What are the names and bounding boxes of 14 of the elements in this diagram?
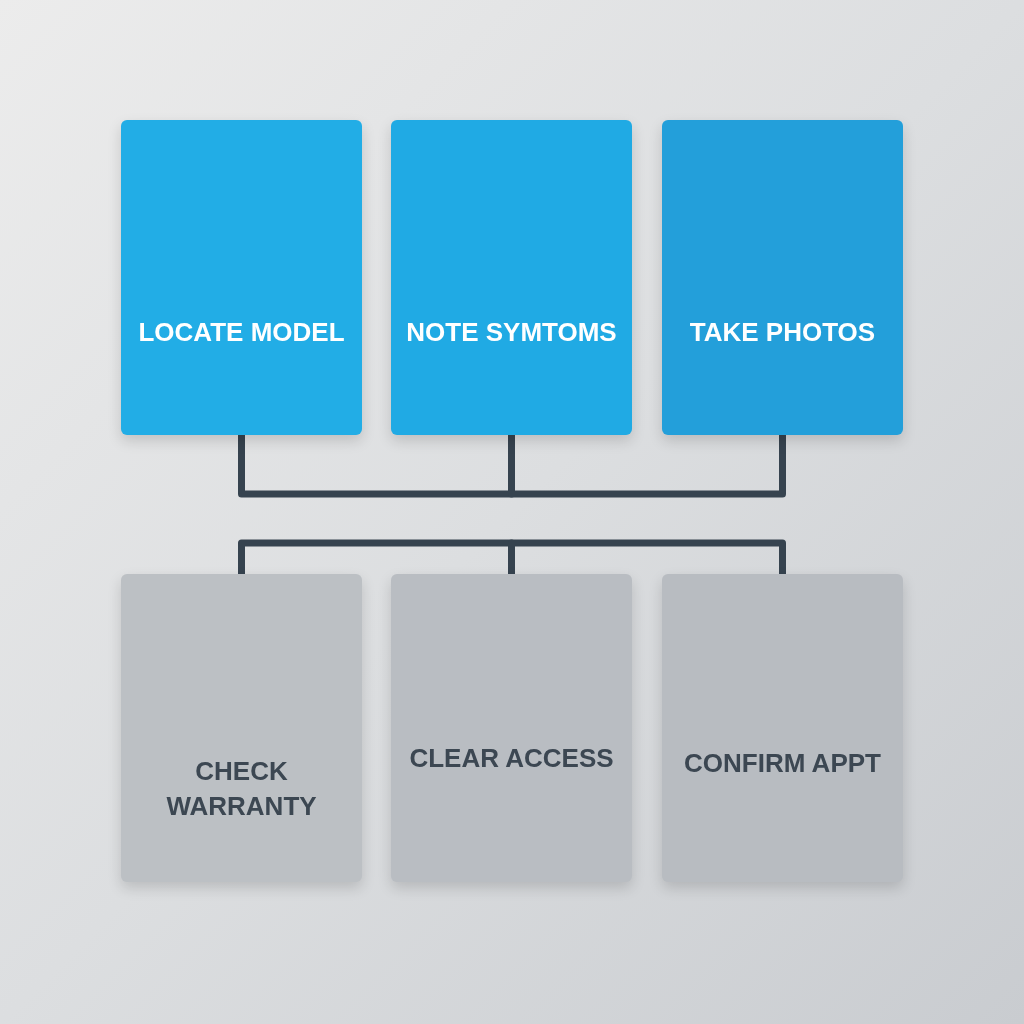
step-card xyxy=(391,120,632,435)
step-label: LOCATE MODEL xyxy=(138,316,345,349)
step-label: CHECK WARRANTY xyxy=(165,755,318,823)
step-label: CONFIRM APPT xyxy=(684,747,881,780)
step-card xyxy=(391,574,632,882)
step-label: CLEAR ACCESS xyxy=(409,742,614,775)
step-label: TAKE PHOTOS xyxy=(689,316,876,349)
connector-line xyxy=(508,435,786,498)
step-label: NOTE SYMTOMS xyxy=(406,316,617,349)
step-card xyxy=(662,120,903,435)
connector-line xyxy=(238,435,515,498)
step-card xyxy=(662,574,903,882)
step-card xyxy=(121,120,362,435)
step-card xyxy=(121,574,362,882)
